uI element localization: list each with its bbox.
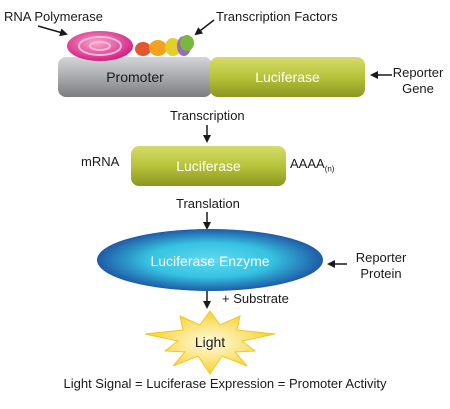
reporter-protein-label-line1: Reporter xyxy=(355,250,407,265)
reporter-gene-label-line2: Gene xyxy=(402,81,434,96)
luciferase-enzyme-label: Luciferase Enzyme xyxy=(150,253,270,269)
polya-subscript: (n) xyxy=(324,164,335,174)
substrate-label: + Substrate xyxy=(222,291,289,306)
transcription-factor-shapes xyxy=(135,35,194,56)
reporter-protein-label-line2: Protein xyxy=(360,266,402,281)
rna-polymerase-arrow xyxy=(37,25,68,37)
transcription-factors-arrow xyxy=(194,19,215,36)
summary-label: Light Signal = Luciferase Expression = P… xyxy=(63,376,387,391)
reporter-gene-label-line1: Reporter xyxy=(392,65,444,80)
polya-text: AAAA xyxy=(290,156,325,171)
promoter-label: Promoter xyxy=(106,69,164,85)
transcription-label: Transcription xyxy=(170,108,245,123)
luciferase-gene-block xyxy=(210,57,365,97)
luciferase-enzyme-shape xyxy=(97,229,323,291)
luciferase-gene-label: Luciferase xyxy=(255,69,320,85)
light-label: Light xyxy=(194,334,226,350)
polya-tail-label: AAAA(n) xyxy=(290,156,334,177)
luciferase-mrna-label: Luciferase xyxy=(176,158,241,174)
transcription-factors-label: Transcription Factors xyxy=(216,9,338,24)
translation-label: Translation xyxy=(176,196,240,211)
light-burst-shape xyxy=(144,310,276,375)
promoter-block xyxy=(58,57,212,97)
luciferase-mrna-block xyxy=(131,146,286,186)
rna-polymerase-label: RNA Polymerase xyxy=(4,9,103,24)
rna-polymerase-shape xyxy=(67,31,133,61)
mrna-label: mRNA xyxy=(81,154,120,169)
